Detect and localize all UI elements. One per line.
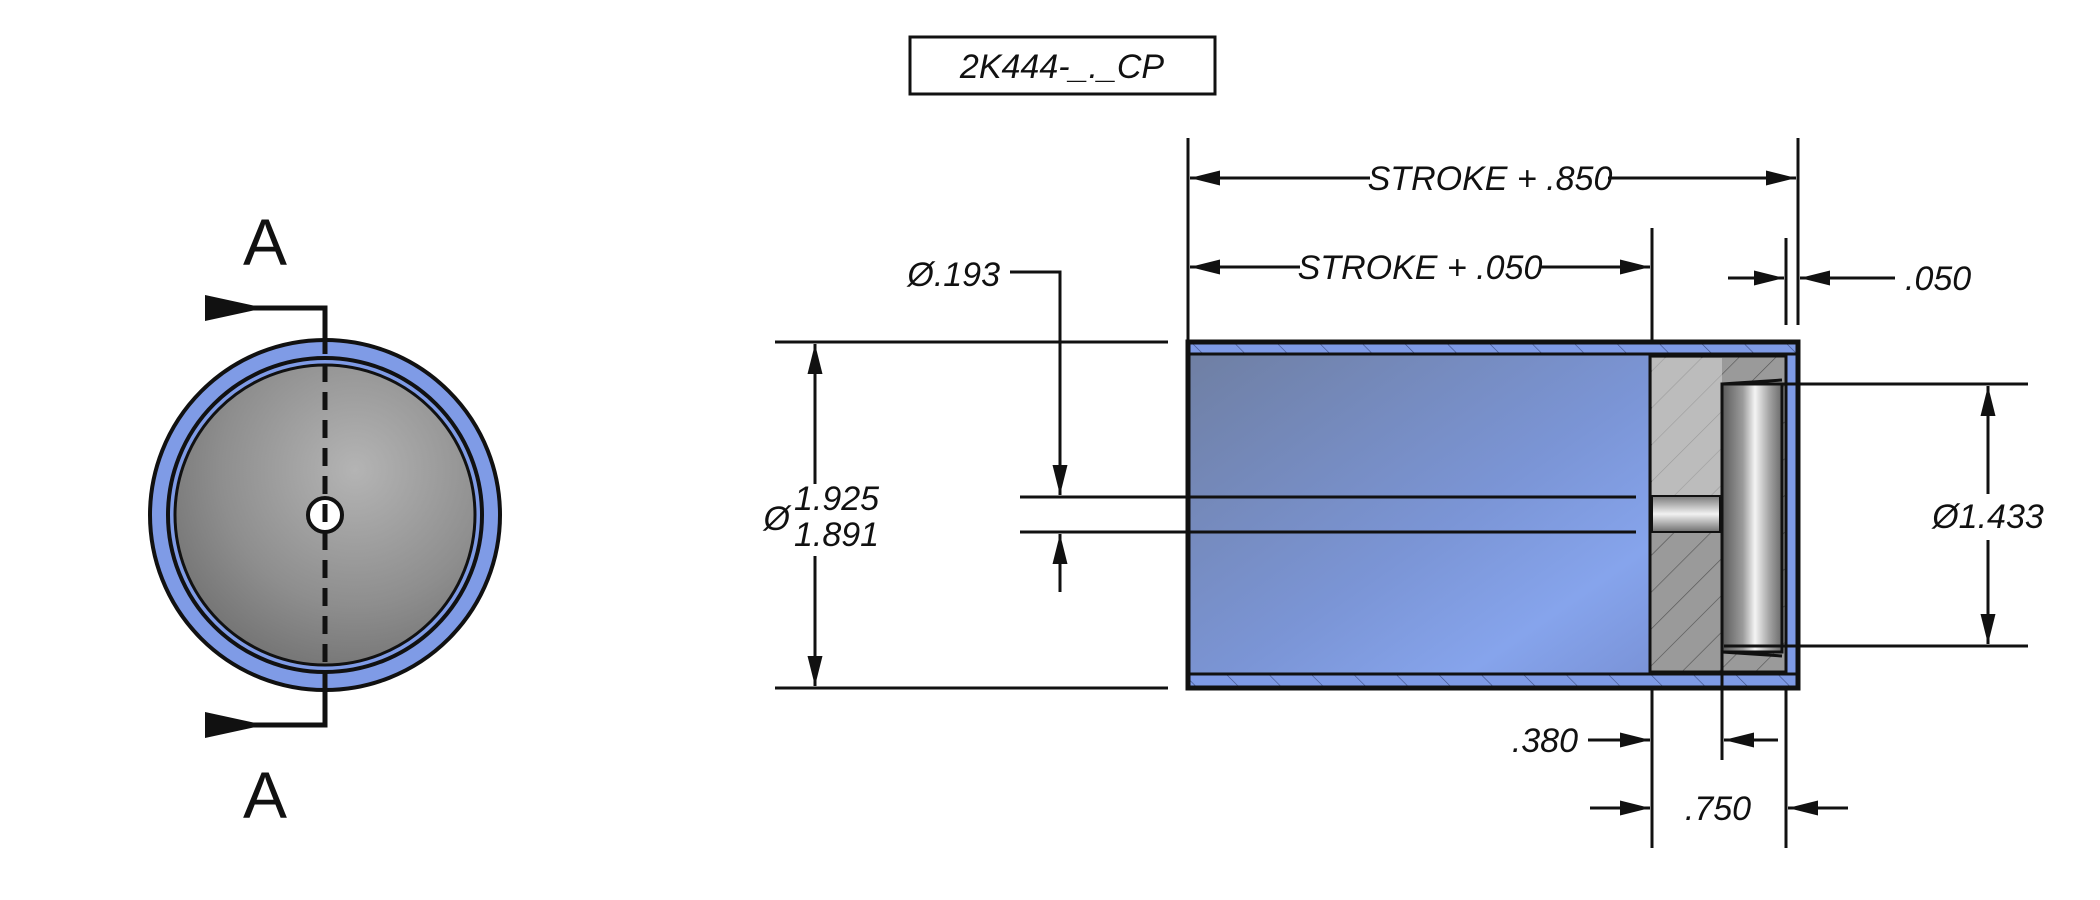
dim-inner-length-text: STROKE + .050 <box>1298 249 1543 287</box>
piston-head <box>1720 382 1784 654</box>
dim-end-wall-text: .050 <box>1905 260 1971 298</box>
dim-overall-length-text: STROKE + .850 <box>1368 160 1613 198</box>
dim-piston-length: .750 <box>1590 790 1848 828</box>
dim-rod-diameter: Ø.193 <box>906 256 1068 592</box>
dim-piston-diameter-text: Ø1.433 <box>1931 498 2044 536</box>
dim-piston-length-text: .750 <box>1685 790 1751 828</box>
tube-outline <box>1185 339 1801 691</box>
piston-rod-bore <box>1651 495 1721 533</box>
section-view <box>1020 339 1801 691</box>
section-arrow-top <box>205 295 265 321</box>
part-number-box: 2K444-_._CP <box>908 35 1217 96</box>
section-line-a-a <box>205 295 328 738</box>
dim-piston-offset: .380 <box>1512 722 1778 760</box>
dim-end-wall: .050 <box>1728 260 1971 298</box>
section-arrow-bottom <box>205 712 265 738</box>
dim-piston-diameter: Ø1.433 <box>1724 382 2044 648</box>
dimensions: STROKE + .850 STROKE + .050 .050 Ø.193 Ø <box>763 138 2044 848</box>
dim-bore-min: 1.891 <box>794 516 879 554</box>
dim-bore-diameter: Ø 1.925 1.891 <box>763 340 1168 690</box>
dim-piston-offset-text: .380 <box>1512 722 1578 760</box>
tube-end-wall <box>1786 354 1798 674</box>
dim-rod-diameter-text: Ø.193 <box>906 256 1000 294</box>
dim-bore-symbol: Ø <box>763 500 793 538</box>
section-label-bottom: A <box>243 758 287 832</box>
dim-overall-length: STROKE + .850 <box>1190 160 1796 198</box>
dim-bore-max: 1.925 <box>794 480 879 518</box>
part-number-text: 2K444-_._CP <box>959 48 1164 86</box>
tube-bore <box>1188 354 1650 674</box>
end-view: A A <box>148 205 502 832</box>
dim-inner-length: STROKE + .050 <box>1190 249 1650 287</box>
section-label-top: A <box>243 205 287 279</box>
